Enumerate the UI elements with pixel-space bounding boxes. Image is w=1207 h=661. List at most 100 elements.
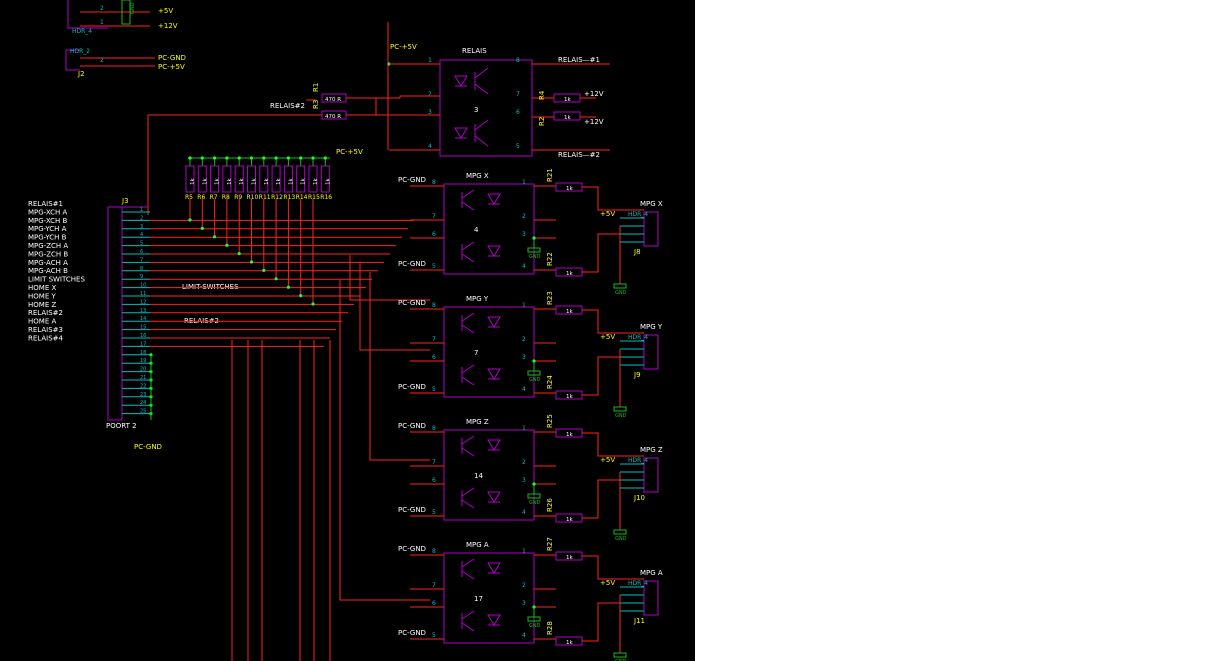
rnet-value: 1k [288, 178, 294, 185]
mpg-resistor-b-value: 1k [566, 517, 573, 523]
mpg-resistor-a-value: 1k [566, 186, 573, 192]
mpg-resistor-b-value: 1k [566, 640, 573, 646]
rnet-value: 1k [227, 178, 233, 185]
rnet-resistor [308, 165, 318, 193]
rnet-resistor [197, 165, 207, 193]
rnet-junction [274, 156, 278, 160]
relay-title: RELAIS [462, 47, 487, 55]
j2-label: J2 [77, 70, 85, 78]
mpg-resistor-a-ref: R27 [546, 537, 554, 551]
schematic-canvas: 2 1 2 GND +5V +12V HDR_4 HDR_2 PC-GND PC… [0, 0, 695, 661]
mpg-resistor-a-ref: R21 [546, 168, 554, 182]
mpg-conn-title: MPG A [640, 569, 663, 577]
rnet-ref: R10 [247, 194, 259, 201]
j3-gnd-label: PC-GND [134, 443, 162, 451]
rnet-ref: R12 [271, 194, 283, 201]
j3-signal-label: HOME X [28, 284, 56, 292]
j3-pin-number: 7 [140, 257, 143, 263]
mpg-jref: J10 [633, 494, 645, 502]
j3-signal-label: RELAIS#4 [28, 334, 64, 342]
mpg-resistor-a-ref: R25 [546, 414, 554, 428]
j3-signal-label: MPG-XCH B [28, 217, 68, 225]
mpg-pin: 7 [432, 213, 436, 220]
mpg-pin: 8 [432, 302, 436, 309]
mpg-pin: 6 [432, 354, 436, 361]
j3-signal-label: MPG-ZCH A [28, 242, 68, 250]
j3-signal-label: HOME Y [28, 292, 56, 300]
top-connectors: 2 1 2 GND +5V +12V HDR_4 HDR_2 PC-GND PC… [65, 0, 186, 78]
rnet-tap-junction [311, 302, 315, 306]
rnet-junction [311, 156, 315, 160]
j3-pin-number: 20 [140, 367, 146, 373]
rnet-junction [286, 156, 290, 160]
mpg-pin: 4 [522, 263, 526, 270]
mpg-block: MPG XPC-GNDPC-GND4876512341k1kR21R22GNDG… [398, 168, 663, 296]
mpg-pin: 5 [432, 386, 436, 393]
j3-pin-number: 6 [140, 249, 143, 255]
relay-pin: 5 [516, 143, 520, 150]
relay-pin: 7 [516, 91, 520, 98]
j3-pin-number: 13 [140, 308, 146, 314]
rnet-junction [249, 156, 254, 160]
j3-signal-label: MPG-YCH A [28, 225, 67, 233]
rnet-tap-junction [299, 294, 303, 298]
rnet-junction [188, 156, 192, 160]
mpg-gnd-label: GND [529, 500, 541, 506]
mpg-block: MPG ZPC-GNDPC-GND14876512341k1kR25R26GND… [398, 414, 663, 542]
j3-pin-number: 21 [140, 375, 146, 381]
opto-transistor-e [461, 570, 475, 580]
mpg-gnd-label: GND [529, 623, 541, 629]
mpg-resistor-b-value: 1k [566, 394, 573, 400]
mpg-pin: 2 [522, 459, 526, 466]
mpg-pin: 2 [522, 213, 526, 220]
top-pc5-label: PC-+5V [158, 63, 185, 71]
mpg-pin: 7 [432, 336, 436, 343]
rnet-junction [213, 156, 217, 160]
j3-pin-number: 24 [140, 400, 146, 406]
j3-footer: POORT 2 [106, 422, 137, 430]
relay-out1-label: RELAIS—#1 [558, 56, 600, 64]
mpg-conn-gnd-label: GND [615, 659, 627, 661]
opto-diode [487, 193, 501, 205]
mpg-pin: 1 [522, 302, 526, 309]
mpg-route-wire [349, 255, 430, 301]
mpg-gnd-junction [532, 482, 536, 486]
mpg-jref: J9 [633, 371, 641, 379]
mpg-hdr-label: HDR_4 [628, 580, 648, 587]
mpg-header [643, 211, 659, 247]
j3-signal-label: MPG-ACH A [28, 259, 68, 267]
mpg-blocks: MPG XPC-GNDPC-GND4876512341k1kR21R22GNDG… [398, 168, 663, 661]
relay-pin: 4 [428, 143, 432, 150]
r1-value: 470 R [325, 97, 341, 103]
relay-pc5-label: PC-+5V [390, 43, 417, 51]
opto-diode [487, 245, 501, 257]
mpg-pin: 5 [432, 263, 436, 270]
mpg-block: MPG YPC-GNDPC-GND7876512341k1kR23R24GNDG… [398, 291, 663, 419]
mpg-plus5: +5V [600, 210, 615, 218]
mpg-conn-wire [582, 555, 644, 580]
rnet-tap-junction [249, 260, 254, 264]
rnet-junction [262, 156, 266, 160]
rnet-tap-junction [213, 235, 217, 239]
rnet-tap-junction [237, 252, 241, 256]
rnet-value: 1k [301, 178, 307, 185]
j3-pin-number: 11 [140, 291, 146, 297]
rnet-tap-junction [286, 285, 290, 289]
mpg-opto-ic [443, 183, 535, 275]
j3-pin-number: 19 [140, 358, 146, 364]
mpg-header [643, 580, 659, 616]
svg-text:1: 1 [100, 19, 104, 26]
opto-transistor-c [461, 610, 475, 620]
mpg-gnd-top: PC-GND [398, 299, 426, 307]
mpg-resistor-a-ref: R23 [546, 291, 554, 305]
mpg-pin: 3 [522, 477, 526, 484]
mpg-conn-gnd [613, 529, 627, 535]
mpg-resistor-b-ref: R22 [546, 252, 554, 266]
j3-pin-number: 12 [140, 299, 146, 305]
mpg-title: MPG X [466, 172, 489, 180]
opto-transistor-c [461, 241, 475, 251]
r2-ref: R2 [538, 117, 546, 126]
mpg-jref: J8 [633, 248, 641, 256]
top-plus12-label: +12V [158, 22, 178, 30]
rnet-ref: R5 [185, 194, 193, 201]
